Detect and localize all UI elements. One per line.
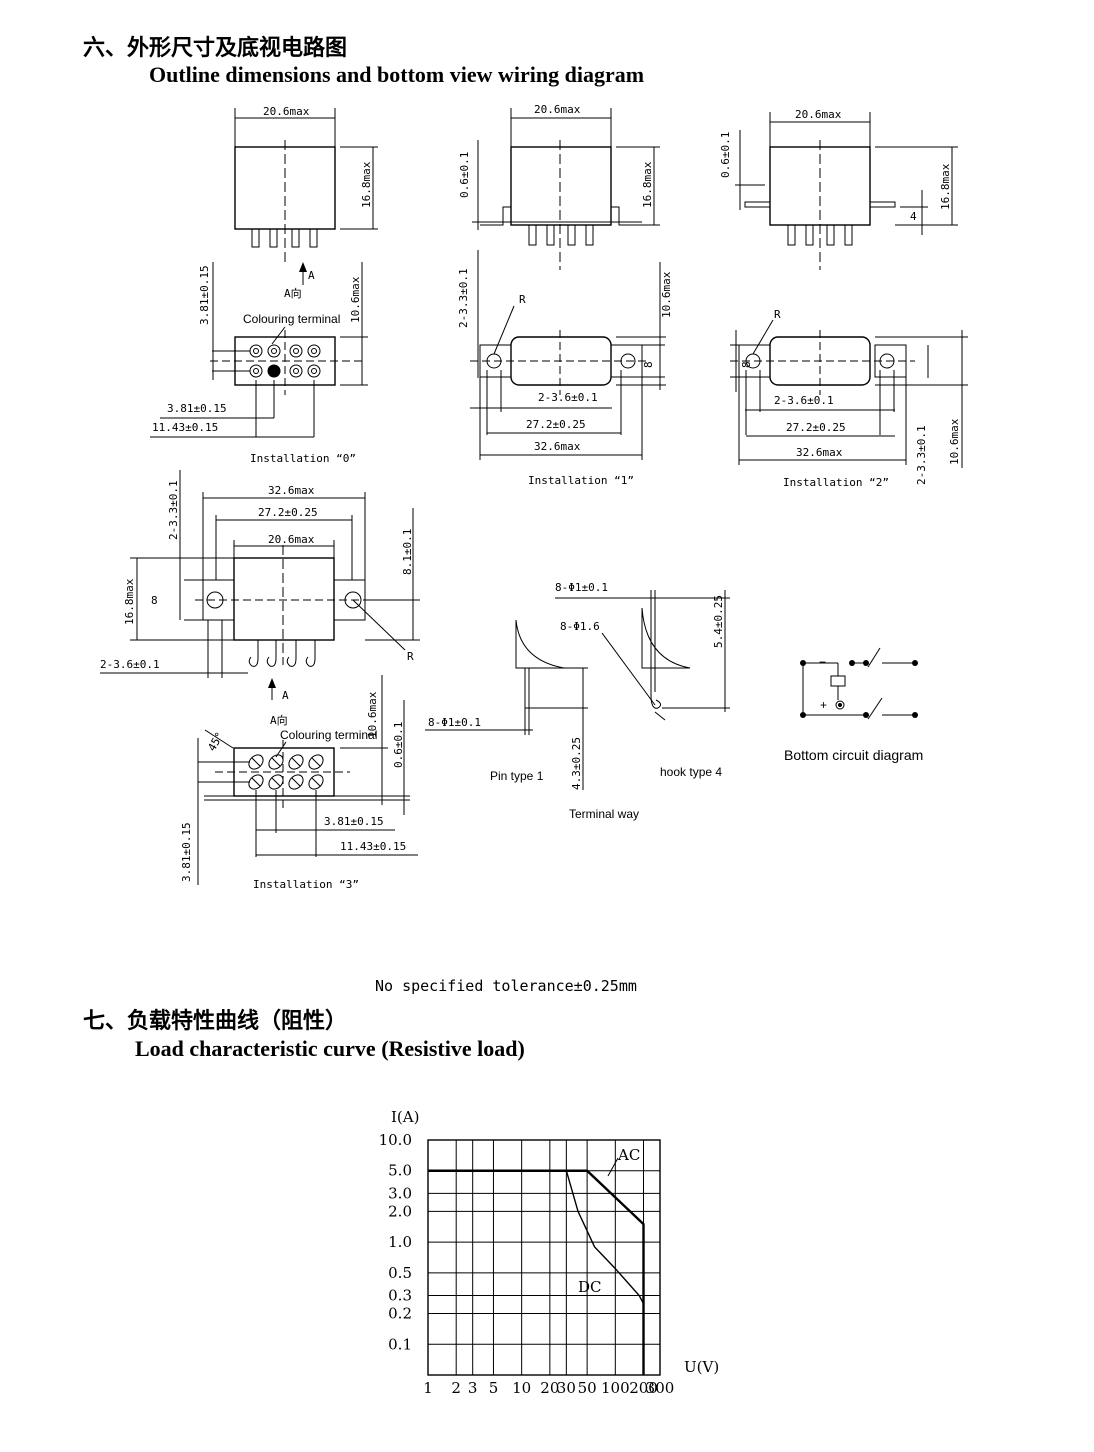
dim-06-2: 0.6±0.1	[719, 132, 732, 178]
r-label-2: R	[774, 308, 781, 321]
terminal-way-label: Terminal way	[569, 807, 639, 821]
dim-height-1: 16.8max	[641, 161, 654, 208]
dim-width-1: 20.6max	[534, 103, 581, 116]
dim-width-0: 20.6max	[263, 105, 310, 118]
dim-106-1: 10.6max	[660, 271, 673, 318]
dim-06-3: 0.6±0.1	[392, 722, 405, 768]
tolerance-note: No specified tolerance±0.25mm	[375, 977, 637, 995]
caption-installation-2: Installation “2”	[783, 476, 889, 489]
dim-4-2: 4	[910, 210, 917, 223]
x-axis-label: U(V)	[684, 1358, 719, 1376]
y-tick-label: 3.0	[388, 1184, 412, 1202]
y-tick-label: 0.1	[388, 1335, 412, 1353]
x-tick-label: 50	[578, 1379, 597, 1397]
dim-106-0: 10.6max	[349, 276, 362, 323]
x-tick-label: 300	[646, 1379, 675, 1397]
r-label-3: R	[407, 650, 414, 663]
x-tick-label: 5	[489, 1379, 499, 1397]
dim-height-3: 16.8max	[123, 578, 136, 625]
y-tick-label: 2.0	[388, 1202, 412, 1220]
dim-236-2: 2-3.6±0.1	[774, 394, 834, 407]
colouring-terminal-label-0: Colouring terminal	[243, 312, 340, 326]
pin-type-label: Pin type 1	[490, 769, 544, 783]
caption-installation-1: Installation “1”	[528, 474, 634, 487]
dim-272-2: 27.2±0.25	[786, 421, 846, 434]
section6-title-en: Outline dimensions and bottom view wirin…	[149, 62, 645, 87]
dim-8-2: 8	[740, 361, 753, 368]
section7-title-cn: 七、负载特性曲线（阻性）	[83, 1009, 348, 1034]
dim-height-0: 16.8max	[360, 161, 373, 208]
dim-236-1: 2-3.6±0.1	[538, 391, 598, 404]
x-tick-label: 3	[468, 1379, 478, 1397]
dim-326-2: 32.6max	[796, 446, 843, 459]
dim-pin1-hook: 8-Φ1±0.1	[555, 581, 608, 594]
section6-title-cn: 六、外形尺寸及底视电路图	[83, 36, 348, 61]
dim-272-3: 27.2±0.25	[258, 506, 318, 519]
dim-233-3: 2-3.3±0.1	[167, 480, 180, 540]
dim-8-1: 8	[642, 361, 655, 368]
dim-236-3: 2-3.6±0.1	[100, 658, 160, 671]
dim-1143-3: 11.43±0.15	[340, 840, 406, 853]
dim-45deg: 45°	[205, 730, 226, 754]
dim-326-1: 32.6max	[534, 440, 581, 453]
minus-label: −	[819, 655, 826, 669]
dim-272-1: 27.2±0.25	[526, 418, 586, 431]
dim-381-0: 3.81±0.15	[167, 402, 227, 415]
x-tick-label: 10	[512, 1379, 531, 1397]
dim-height-2: 16.8max	[939, 163, 952, 210]
dim-pin1: 8-Φ1±0.1	[428, 716, 481, 729]
dim-233-1: 2-3.3±0.1	[457, 268, 470, 328]
bottom-circuit-label: Bottom circuit diagram	[784, 747, 923, 763]
chart-frame	[427, 1139, 661, 1376]
series-ac-leader	[607, 1157, 619, 1177]
dim-width-2: 20.6max	[795, 108, 842, 121]
y-tick-label: 10.0	[379, 1131, 412, 1149]
a-label-0: A	[308, 269, 315, 282]
dim-8-3: 8	[151, 594, 158, 607]
series-dc-line	[428, 1170, 645, 1375]
plus-label: +	[820, 698, 827, 712]
dim-381-3: 3.81±0.15	[324, 815, 384, 828]
section7-title-en: Load characteristic curve (Resistive loa…	[135, 1036, 525, 1061]
y-tick-label: 0.3	[388, 1287, 412, 1305]
y-tick-label: 5.0	[388, 1162, 412, 1180]
dim-43: 4.3±0.25	[570, 737, 583, 790]
y-axis-label: I(A)	[391, 1108, 419, 1126]
outline-drawing: 20.6max 20.6max 20.6max 20.6max 32.6max …	[100, 103, 968, 891]
x-tick-label: 200	[629, 1379, 658, 1397]
dim-width-3: 20.6max	[268, 533, 315, 546]
y-tick-label: 0.2	[388, 1305, 412, 1323]
y-tick-label: 1.0	[388, 1233, 412, 1251]
x-tick-label: 100	[601, 1379, 630, 1397]
r-label-1: R	[519, 293, 526, 306]
dim-54: 5.4±0.25	[712, 595, 725, 648]
x-tick-label: 2	[451, 1379, 461, 1397]
x-tick-label: 1	[423, 1379, 433, 1397]
series-ac-line	[428, 1169, 645, 1375]
dim-233-2: 2-3.3±0.1	[915, 425, 928, 485]
dim-06-1: 0.6±0.1	[458, 152, 471, 198]
dim-106-2: 10.6max	[948, 418, 961, 465]
series-ac-label: AC	[617, 1146, 640, 1164]
colouring-terminal-label-3: Colouring terminal	[280, 728, 377, 742]
dim-81-3: 8.1±0.1	[401, 529, 414, 575]
x-tick-label: 30	[557, 1379, 576, 1397]
x-tick-label: 20	[540, 1379, 559, 1397]
hook-type-label: hook type 4	[660, 765, 722, 779]
caption-installation-3: Installation “3”	[253, 878, 359, 891]
dim-326-3: 32.6max	[268, 484, 315, 497]
caption-installation-0: Installation “0”	[250, 452, 356, 465]
dim-pin16: 8-Φ1.6	[560, 620, 600, 633]
dim-106-3: 10.6max	[366, 691, 379, 738]
series-dc-label: DC	[578, 1278, 602, 1296]
a-dir-label-3: A向	[270, 713, 288, 727]
a-dir-label-0: A向	[284, 286, 302, 300]
dim-1143-0: 11.43±0.15	[152, 421, 218, 434]
y-tick-label: 0.5	[388, 1264, 412, 1282]
dim-381-3v: 3.81±0.15	[180, 822, 193, 882]
dim-381-0v: 3.81±0.15	[198, 265, 211, 325]
a-label-3: A	[282, 689, 289, 702]
